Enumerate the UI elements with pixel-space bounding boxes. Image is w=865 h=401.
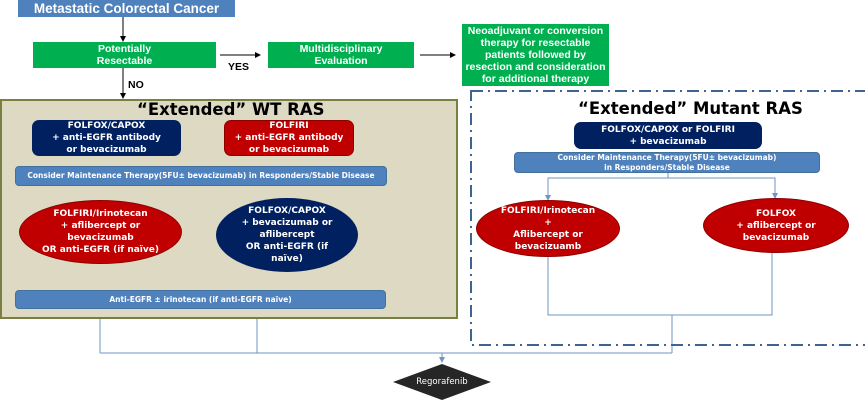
wt-second-line-left-ellipse: FOLFIRI/Irinotecan + aflibercept or beva… — [19, 200, 182, 264]
mut-split — [547, 177, 776, 199]
start-label: Metastatic Colorectal Cancer — [33, 1, 220, 16]
yes-label: YES — [228, 61, 250, 73]
wt-maintenance-bar: Consider Maintenance Therapy(5FU± bevaci… — [15, 166, 387, 186]
mut-second-line-right-ellipse: FOLFOX + aflibercept or bevacizumab — [703, 198, 849, 253]
neoadjuvant-label: Neoadjuvant or conversion therapy for re… — [465, 25, 606, 85]
neoadjuvant-box: Neoadjuvant or conversion therapy for re… — [462, 24, 609, 86]
regorafenib-label: Regorafenib — [416, 377, 468, 387]
mut-merge — [547, 252, 773, 316]
wt-second-line-left-label: FOLFIRI/Irinotecan + aflibercept or beva… — [42, 209, 159, 255]
wt-ras-title: “Extended” WT RAS — [137, 100, 325, 119]
no-label: NO — [128, 79, 144, 91]
wt-third-line-label: Anti-EGFR ± irinotecan (if anti-EGFR naï… — [109, 294, 292, 304]
wt-first-line-left-label: FOLFOX/CAPOX + anti-EGFR antibody or bev… — [52, 121, 161, 155]
wt-third-line-bar: Anti-EGFR ± irinotecan (if anti-EGFR naï… — [15, 290, 386, 309]
mut-second-line-right-label: FOLFOX + aflibercept or bevacizumab — [736, 208, 816, 243]
mut-maintenance-bar: Consider Maintenance Therapy(5FU± bevaci… — [514, 152, 820, 173]
mut-second-line-left-label: FOLFIRI/Irinotecan + Aflibercept or beva… — [500, 205, 596, 252]
mut-maintenance-label: Consider Maintenance Therapy(5FU± bevaci… — [557, 152, 777, 172]
mutant-ras-title: “Extended” Mutant RAS — [578, 99, 803, 118]
wt-second-line-right-label: FOLFOX/CAPOX + bevacizumab or aflibercep… — [241, 206, 333, 264]
multidisciplinary-label: Multidisciplinary Evaluation — [299, 43, 383, 67]
start-box: Metastatic Colorectal Cancer — [18, 0, 235, 17]
resectable-label: Potentially Resectable — [96, 43, 153, 67]
multidisciplinary-box: Multidisciplinary Evaluation — [268, 42, 414, 68]
wt-first-line-right-label: FOLFIRI + anti-EGFR antibody or bevacizu… — [234, 121, 344, 155]
wt-first-line-left-box: FOLFOX/CAPOX + anti-EGFR antibody or bev… — [32, 120, 181, 156]
resectable-box: Potentially Resectable — [33, 42, 216, 68]
mut-first-line-label: FOLFOX/CAPOX or FOLFIRI + bevacizumab — [601, 124, 735, 147]
mut-first-line-box: FOLFOX/CAPOX or FOLFIRI + bevacizumab — [574, 122, 762, 149]
wt-maintenance-label: Consider Maintenance Therapy(5FU± bevaci… — [27, 171, 375, 180]
wt-first-line-right-box: FOLFIRI + anti-EGFR antibody or bevacizu… — [224, 120, 354, 156]
wt-second-line-right-ellipse: FOLFOX/CAPOX + bevacizumab or aflibercep… — [216, 198, 358, 272]
regorafenib-diamond: Regorafenib — [393, 364, 491, 400]
mut-second-line-left-ellipse: FOLFIRI/Irinotecan + Aflibercept or beva… — [476, 200, 620, 257]
